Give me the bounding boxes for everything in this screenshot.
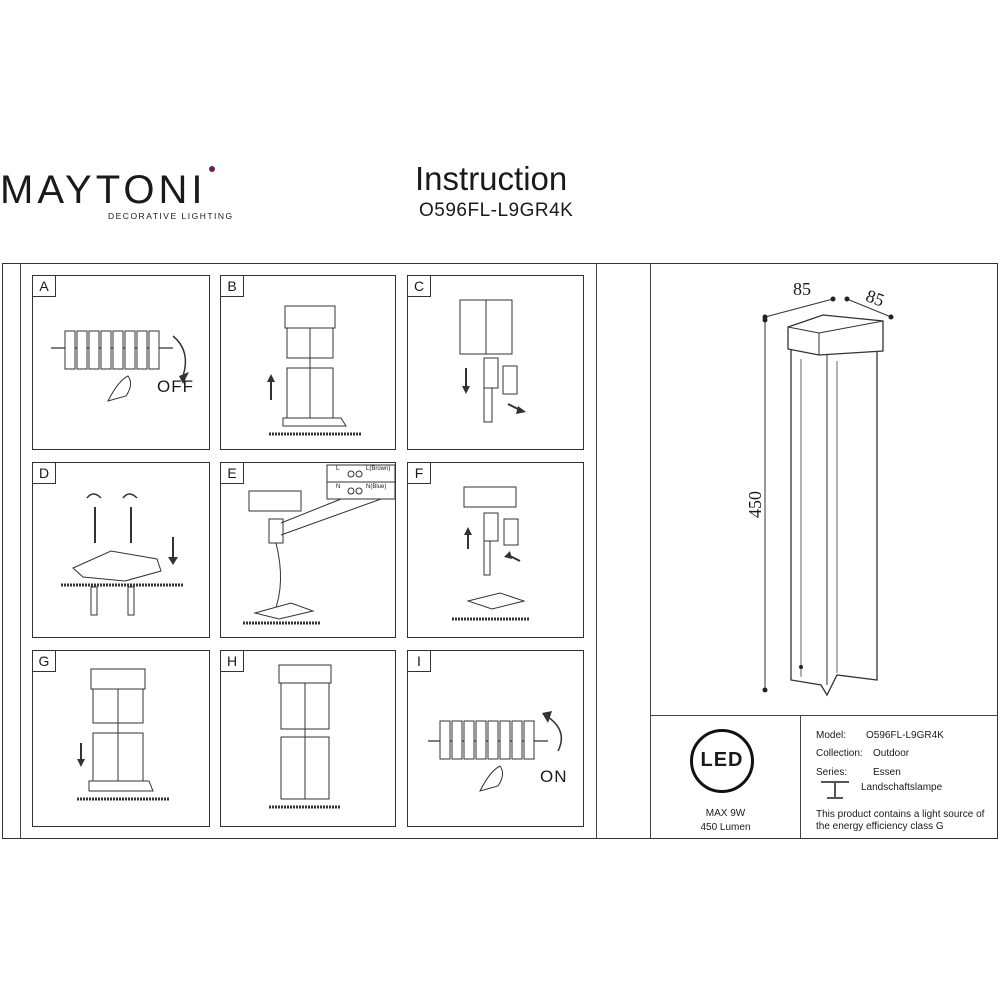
lamp-type: Landschaftslampe [861,782,943,793]
energy-class-note: This product contains a light source of … [816,809,985,832]
step-g-panel: G [32,650,210,827]
assembled-lamp-drawing [269,664,341,809]
instruction-sheet [2,263,998,839]
step-d-panel: D [32,462,210,638]
dim-height: 450 [745,491,765,518]
wire-l-label: L(Brown) [366,466,391,472]
step-b-panel: B [220,275,396,450]
step-h-panel: H [220,650,396,827]
wire-l-marker: L [336,466,340,472]
step-f-panel: F [407,462,584,638]
model-label: Model: [816,730,847,741]
breaker-on-drawing [428,711,563,792]
step-label: B [221,276,244,297]
lumen-output: 450 Lumen [700,822,751,833]
logo-dot-icon [209,166,215,172]
step-label: A [33,276,56,297]
collection-label: Collection: [816,748,863,759]
wire-n-marker: N [336,484,341,490]
step-label: E [221,463,244,484]
page-title: Instruction [415,160,568,197]
step-i-panel: I ON [407,650,584,827]
max-power: MAX 9W [705,808,746,819]
remove-cover-drawing [267,305,361,436]
step-label: C [408,276,431,297]
led-divider [800,716,801,838]
step-a-panel: A OFF [32,275,210,450]
step-label: D [33,463,56,484]
brand-tagline: DECORATIVE LIGHTING [108,211,234,221]
spec-hline [651,715,998,716]
replace-cover-drawing [77,668,169,801]
wire-n-label: N(Blue) [366,484,387,490]
breaker-off-drawing [51,330,189,402]
step-c-panel: C [407,275,584,450]
step-label: I [408,651,431,672]
led-icon [690,729,754,793]
connector-insert-drawing [452,486,530,621]
collection-value: Outdoor [873,748,910,759]
model-code: O596FL-L9GR4K [419,200,574,221]
brand-logo: MAYTONI [0,168,207,212]
dimension-drawing [762,296,894,697]
mount-base-drawing [61,493,183,616]
connector-drawing [459,299,526,423]
off-label: OFF [157,377,194,396]
step-e-panel: E L N L(Brown) N(Blue) [220,462,396,638]
series-label: Series: [816,767,848,778]
dim-width: 85 [793,279,811,299]
step-label: H [221,651,244,672]
left-margin-line [20,264,21,838]
model-value: O596FL-L9GR4K [866,730,944,741]
led-badge: LED [700,749,744,771]
landscape-lamp-icon [821,781,849,799]
step-label: G [33,651,56,672]
series-value: Essen [873,767,901,778]
steps-divider [596,264,597,838]
spec-divider [650,264,651,838]
on-label: ON [540,767,568,786]
step-label: F [408,463,431,484]
wiring-drawing [243,464,395,625]
